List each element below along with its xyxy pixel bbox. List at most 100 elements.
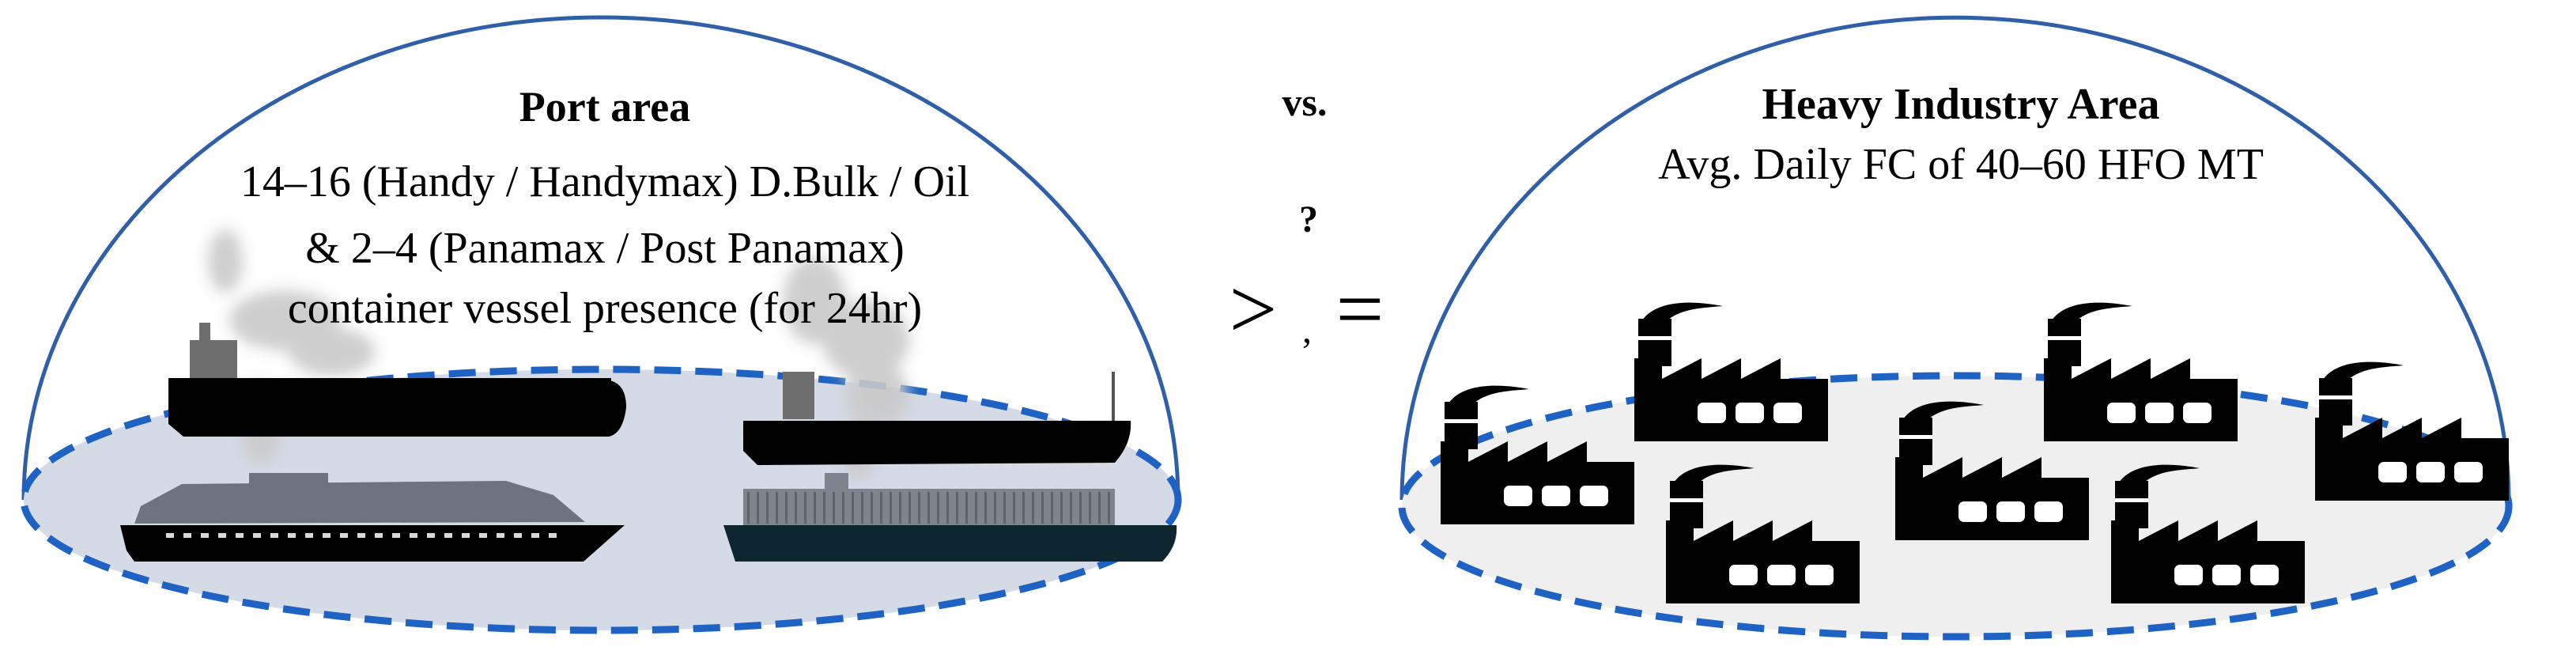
factory-window xyxy=(1767,565,1796,585)
container-stack-divider xyxy=(1098,492,1101,524)
factory-window xyxy=(2416,462,2445,482)
container-stack-divider xyxy=(994,492,996,524)
cruise-window xyxy=(183,533,191,538)
cruise-window xyxy=(497,533,504,538)
container-stack-divider xyxy=(795,492,797,524)
container-stack-divider xyxy=(927,492,930,524)
container-stack-divider xyxy=(852,492,854,524)
factory-window xyxy=(2183,403,2212,423)
cruise-window xyxy=(166,533,174,538)
container-stack-divider xyxy=(965,492,968,524)
container-stack-divider xyxy=(880,492,882,524)
container-stack-divider xyxy=(946,492,949,524)
industry-area-dome xyxy=(1399,15,2511,501)
factory-icon xyxy=(2315,361,2509,501)
comma-separator: , xyxy=(1302,309,1312,351)
container-stack-divider xyxy=(956,492,958,524)
container-stack-divider xyxy=(899,492,901,524)
port-area-group xyxy=(20,15,1182,634)
factory-window xyxy=(1996,501,2025,522)
factory-window xyxy=(2034,501,2063,522)
factory-window xyxy=(1542,486,1570,506)
container-stack-divider xyxy=(785,492,788,524)
factory-window xyxy=(2454,462,2483,482)
cruise-window xyxy=(375,533,383,538)
container-stack-divider xyxy=(833,492,835,524)
cruise-window xyxy=(410,533,417,538)
factory-window xyxy=(2378,462,2407,482)
container-stack-divider xyxy=(1032,492,1034,524)
container-stack-divider xyxy=(908,492,911,524)
container-stack-divider xyxy=(1060,492,1063,524)
cruise-window xyxy=(462,533,470,538)
container-stack-divider xyxy=(871,492,873,524)
versus-label: vs. xyxy=(1282,80,1328,124)
port-area-line-1: 14–16 (Handy / Handymax) D.Bulk / Oil xyxy=(240,157,970,206)
cruise-window xyxy=(270,533,278,538)
port-area-title: Port area xyxy=(519,83,691,131)
container-stack-divider xyxy=(1013,492,1015,524)
port-area-line-2: & 2–4 (Panamax / Post Panamax) xyxy=(305,224,905,273)
cruise-window xyxy=(340,533,348,538)
bulk-carrier-ship-icon xyxy=(168,323,626,437)
factory-window xyxy=(2212,565,2241,585)
cruise-window xyxy=(392,533,400,538)
container-stack-divider xyxy=(1070,492,1072,524)
factory-window xyxy=(2174,565,2203,585)
container-stack-divider xyxy=(776,492,778,524)
container-stack-divider xyxy=(1108,492,1110,524)
container-ship-icon xyxy=(723,473,1177,562)
factory-icon xyxy=(1895,401,2089,540)
port-area-line-3: container vessel presence (for 24hr) xyxy=(287,284,923,333)
cruise-window xyxy=(253,533,261,538)
cruise-window xyxy=(427,533,435,538)
question-mark: ? xyxy=(1299,199,1318,240)
factory-window xyxy=(1773,403,1802,423)
container-stack-divider xyxy=(1003,492,1006,524)
container-stack-divider xyxy=(823,492,825,524)
cruise-window xyxy=(444,533,452,538)
factory-icon xyxy=(1666,464,1860,603)
industry-area-group xyxy=(1398,15,2513,641)
cruise-window xyxy=(201,533,209,538)
factory-window xyxy=(1580,486,1608,506)
factory-window xyxy=(1729,565,1758,585)
container-stack-divider xyxy=(766,492,769,524)
industry-area-subtitle: Avg. Daily FC of 40–60 HFO MT xyxy=(1658,140,2264,189)
container-stack-divider xyxy=(1022,492,1025,524)
greater-than-sign: > xyxy=(1229,263,1278,357)
container-stack-divider xyxy=(861,492,863,524)
container-stack-divider xyxy=(937,492,939,524)
container-stack-divider xyxy=(747,492,750,524)
container-stack-divider xyxy=(814,492,816,524)
container-stack-divider xyxy=(975,492,977,524)
cruise-window xyxy=(288,533,296,538)
container-stack-divider xyxy=(984,492,987,524)
container-stack-divider xyxy=(918,492,920,524)
factory-window xyxy=(1504,486,1532,506)
cruise-window xyxy=(323,533,330,538)
cruise-window xyxy=(531,533,539,538)
factory-icon xyxy=(2111,464,2305,603)
cruise-window xyxy=(218,533,226,538)
container-stack-divider xyxy=(1089,492,1091,524)
cruise-window xyxy=(479,533,487,538)
factory-window xyxy=(2145,403,2174,423)
container-stack-divider xyxy=(890,492,892,524)
container-stack-divider xyxy=(842,492,844,524)
cruise-window xyxy=(305,533,313,538)
container-stack-divider xyxy=(1079,492,1082,524)
factory-icon xyxy=(1441,385,1634,524)
container-stack-divider xyxy=(757,492,759,524)
factory-window xyxy=(1805,565,1834,585)
oil-tanker-ship-icon xyxy=(743,372,1131,465)
container-stack-divider xyxy=(1041,492,1044,524)
industry-area-title: Heavy Industry Area xyxy=(1762,80,2160,129)
cruise-window xyxy=(514,533,522,538)
cruise-ship-icon xyxy=(120,473,625,562)
cruise-window xyxy=(549,533,557,538)
cruise-window xyxy=(236,533,244,538)
factory-icon xyxy=(2044,302,2238,441)
equals-sign: = xyxy=(1335,263,1384,357)
